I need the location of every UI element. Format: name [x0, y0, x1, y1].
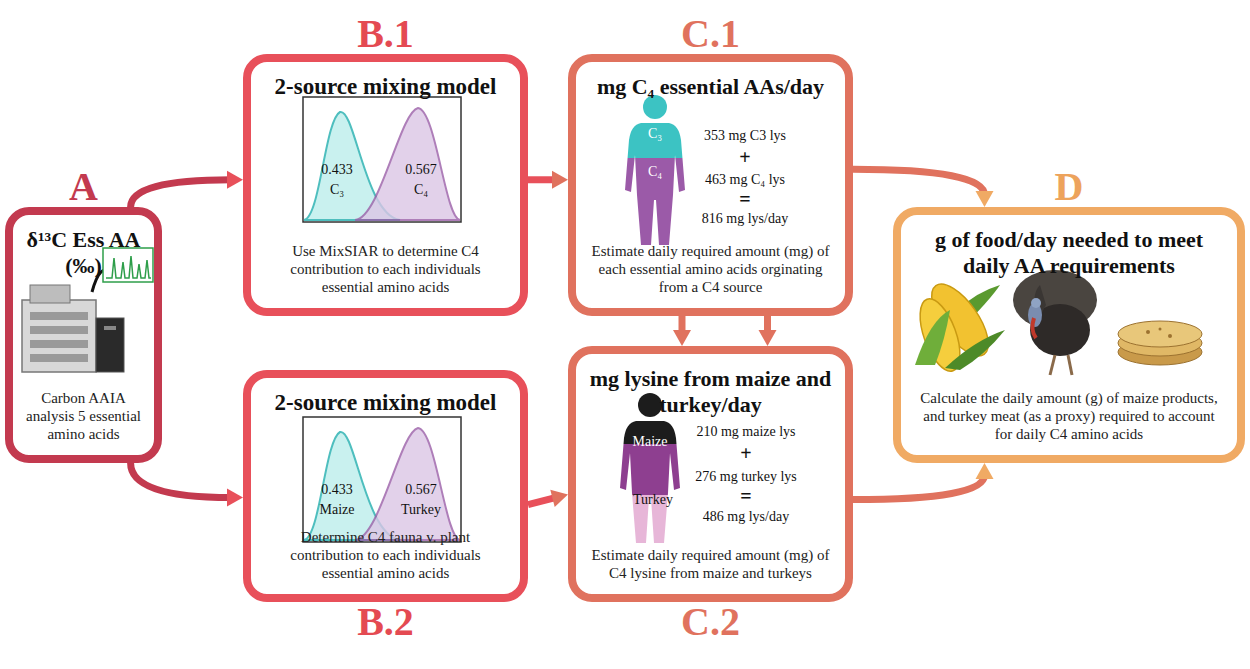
figure-label: 0.567 [405, 482, 437, 498]
figure-label: + [739, 149, 750, 165]
arrow-head [759, 330, 777, 346]
figure-label: 0.433 [321, 162, 353, 178]
flow-arrow [673, 316, 691, 346]
box-description: Calculate the daily amount (g) of maize … [913, 389, 1225, 443]
step-letter: C.2 [556, 600, 865, 644]
box-title: δ¹³C Ess AA (‰) [23, 227, 144, 279]
step-letter: B.1 [231, 12, 540, 56]
flow-arrow [131, 463, 243, 507]
step-letter: B.2 [231, 600, 540, 644]
figure-label: = [740, 488, 751, 504]
turkey-icon [1013, 270, 1097, 375]
arrow-line [528, 497, 556, 504]
step-letter: A [0, 165, 174, 209]
arrow-line [853, 475, 985, 500]
flow-arrow [853, 463, 994, 500]
mixing-chart [303, 97, 461, 222]
figure-label: C₄ [414, 182, 428, 198]
flow-arrow [528, 171, 568, 189]
figure-label: 276 mg turkey lys [695, 469, 797, 485]
chromatogram [103, 248, 153, 282]
arrow-head [976, 463, 994, 479]
figure-label: Maize [633, 434, 668, 450]
figure-label: C₃ [330, 182, 344, 198]
mixing-chart [303, 417, 461, 542]
figure-label: 486 mg lys/day [703, 509, 789, 525]
figure-label: Turkey [401, 502, 441, 518]
arrow-head [976, 191, 994, 207]
arrow-line [528, 176, 556, 183]
figure-label: C₄ [648, 164, 662, 180]
flow-arrow [759, 316, 777, 346]
box-title: 2-source mixing model [261, 390, 510, 416]
box-description: Determine C4 fauna v. plant contribution… [263, 528, 508, 582]
box-description: Estimate daily required amount (mg) of C… [588, 546, 833, 582]
arrow-head [673, 330, 691, 346]
arrow-head [552, 171, 568, 189]
arrow-line [131, 463, 231, 498]
step-letter: D [881, 165, 1250, 209]
arrow-head [227, 171, 243, 189]
arrow-line [131, 180, 231, 207]
box-title: 2-source mixing model [261, 74, 510, 100]
figure-label: + [740, 445, 751, 461]
person-silhouette [625, 95, 685, 245]
arrow-head [227, 489, 243, 507]
figure-label: = [739, 191, 750, 207]
step-letter: C.1 [556, 12, 865, 56]
arrow-line [853, 169, 985, 195]
figure-label: Maize [320, 502, 355, 518]
maize-icon [912, 275, 1005, 376]
process-box: B.12-source mixing modelUse MixSIAR to d… [243, 54, 528, 316]
box-title: g of food/day needed to meet daily AA re… [911, 227, 1227, 279]
figure-label: Turkey [633, 492, 673, 508]
figure-label: 353 mg C3 lys [704, 128, 786, 144]
flow-arrow [853, 169, 994, 207]
process-box: Aδ¹³C Ess AA (‰)Carbon AAIA analysis 5 e… [5, 207, 162, 463]
box-description: Carbon AAIA analysis 5 essential amino a… [25, 389, 142, 443]
figure-label: 0.433 [321, 482, 353, 498]
process-box: B.22-source mixing modelDetermine C4 fau… [243, 370, 528, 602]
box-description: Estimate daily required amount (mg) of e… [588, 242, 833, 296]
figure-label: C₃ [648, 126, 662, 142]
arrow-head [550, 490, 568, 507]
box-title: mg lysine from maize and turkey/day [586, 366, 835, 418]
flow-arrow [528, 490, 568, 507]
figure-label: 463 mg C₄ lys [705, 172, 785, 188]
box-title: mg C₄ essential AAs/day [586, 74, 835, 100]
tortilla-icon [1118, 321, 1202, 365]
figure-label: 210 mg maize lys [696, 424, 795, 440]
figure-label: 0.567 [405, 162, 437, 178]
box-description: Use MixSIAR to determine C4 contribution… [263, 242, 508, 296]
figure-label: 816 mg lys/day [702, 211, 788, 227]
flow-arrow [131, 171, 243, 207]
process-box: Dg of food/day needed to meet daily AA r… [893, 207, 1245, 463]
